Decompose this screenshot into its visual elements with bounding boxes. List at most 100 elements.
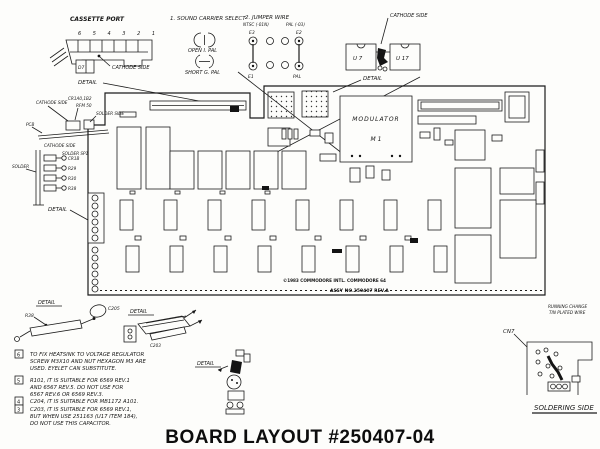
e1-label: E1 xyxy=(248,74,254,80)
ntsc-option-label: NTSC (-01N) xyxy=(243,22,269,27)
footnote-6-line3: USED. EYELET CAN SUBSTITUTE. xyxy=(30,366,117,372)
hs-part-label: C203 xyxy=(150,343,161,348)
leader-line-cathode-detail xyxy=(257,76,421,163)
modulator-label: MODULATOR xyxy=(352,116,399,123)
heatsink-detail: DETAIL C203 xyxy=(123,309,203,348)
keyboard-connector xyxy=(87,192,105,293)
corner-pads xyxy=(535,347,563,379)
small-caps xyxy=(129,190,412,241)
jumper-wire-title: 2. JUMPER WIRE xyxy=(245,15,290,21)
footnote-3-line2: BUT WHEN USE 251163 (U17 ITEM 184), xyxy=(30,414,138,420)
cassette-diode-part: D7 xyxy=(75,59,95,74)
assy-number-text: ASSY NO.250407 REV.A xyxy=(330,288,389,294)
footnote-3-num: 3 xyxy=(17,408,20,414)
footnote-4: 4 C204, IT IS SUITABLE FOR MB1172 A101. xyxy=(14,396,138,406)
shield-areas xyxy=(267,90,329,119)
diode-icon xyxy=(376,48,390,72)
lm-cathode-label: CATHODE SIDE xyxy=(44,143,76,148)
pal-option-label: PAL (-03) xyxy=(286,22,305,27)
ntsc-jumper-icon xyxy=(248,36,258,71)
cassette-cathode-label: CATHODE SIDE xyxy=(112,65,150,71)
jumper-wire-detail: 2. JUMPER WIRE NTSC (-01N) PAL (-03) E3 … xyxy=(243,15,305,80)
page-title: BOARD LAYOUT #250407-04 xyxy=(165,427,435,448)
lt-cr-label: CR1A0,1B2 xyxy=(68,96,92,101)
lt-cathode-label: CATHODE SIDE xyxy=(36,100,68,105)
footnote-4-num: 4 xyxy=(17,400,20,406)
jumper-wire-trace xyxy=(546,355,564,381)
modulator-box: MODULATOR M 1 xyxy=(339,95,413,163)
board-top-connectors xyxy=(119,91,545,205)
c205-label: C205 xyxy=(108,306,120,312)
pcb-board: MODULATOR M 1 xyxy=(87,85,546,296)
u17-label: U 17 xyxy=(396,56,409,62)
e3-label: E3 xyxy=(249,30,255,36)
board-outline xyxy=(87,85,546,296)
ic-row-a xyxy=(119,199,442,231)
lt-pcb-label: PCB xyxy=(26,122,34,127)
footnote-5-line2: AND 6567 REV.5. DO NOT USE FOR xyxy=(29,385,123,391)
copyright-text: ©1983 COMMODORE INTL. COMMODORE 64 xyxy=(283,278,386,283)
footnote-6: 6 TO FIX HEATSINK TO VOLTAGE REGULATOR S… xyxy=(14,349,147,372)
left-mid-detail: CATHODE SIDE SOLDER SP1 CR1B R29 R30 R38… xyxy=(12,143,89,221)
mid-detail: DETAIL xyxy=(195,349,251,415)
footnote-3-line1: C203, IT IS SUITABLE FOR 6569 REV.1, xyxy=(30,407,132,413)
lm-components xyxy=(43,154,67,192)
right-side-chips xyxy=(454,129,537,284)
jumper-holes xyxy=(266,37,289,69)
pal-jumper-icon xyxy=(294,36,304,71)
ic-row-b xyxy=(125,245,448,273)
u7-label: U 7 xyxy=(353,56,363,62)
u7-detail-label: DETAIL xyxy=(363,76,382,82)
cassette-port-label: CASSETTE PORT xyxy=(70,16,125,23)
mid-detail-label: DETAIL xyxy=(197,361,214,367)
lm-solder-sp-label: SOLDER SP1 xyxy=(62,151,89,156)
footnotes: 6 TO FIX HEATSINK TO VOLTAGE REGULATOR S… xyxy=(14,349,147,427)
lm-r38-label: R38 xyxy=(68,186,77,191)
running-change-label: RUNNING CHANGE xyxy=(548,304,587,309)
short-jumper-icon xyxy=(195,54,214,69)
footnote-5-line1: R101, IT IS SUITABLE FOR 6569 REV.1 xyxy=(30,378,130,384)
misc-parts xyxy=(230,106,503,253)
lm-r29-label: R29 xyxy=(68,166,77,171)
soldering-side-label: SOLDERING SIDE xyxy=(534,404,594,412)
lm-solder-label: SOLDER xyxy=(12,164,29,169)
open-pal-label: OPEN I. PAL xyxy=(188,48,217,54)
r38-c205-detail: DETAIL R38 C205 xyxy=(14,300,120,342)
modulator-m1-label: M 1 xyxy=(371,136,382,143)
lm-r30-label: R30 xyxy=(68,176,77,181)
cathode-arrow-dot xyxy=(97,54,101,58)
r38-label: R38 xyxy=(25,313,34,319)
cassette-detail-label: DETAIL xyxy=(78,80,97,86)
footnote-5: 5 R101, IT IS SUITABLE FOR 6569 REV.1 AN… xyxy=(14,375,130,398)
open-jumper-icon xyxy=(193,32,216,48)
corner-detail: RUNNING CHANGE TIN PLATED WIRE CN7 SOLDE… xyxy=(503,304,597,414)
sound-carrier-select-detail: 1. SOUND CARRIER SELECT OPEN I. PAL SHOR… xyxy=(170,16,246,76)
e2-label: E2 xyxy=(296,30,302,36)
r38-detail-label: DETAIL xyxy=(38,300,55,306)
cassette-part-label: D7 xyxy=(78,65,84,71)
lm-detail-label: DETAIL xyxy=(48,207,67,213)
footnote-6-num: 6 xyxy=(17,353,20,359)
footnote-4-line1: C204, IT IS SUITABLE FOR MB1172 A101. xyxy=(30,399,138,405)
tin-plated-label: TIN PLATED WIRE xyxy=(549,310,586,315)
middle-row-chips xyxy=(169,127,307,190)
footnote-6-line1: TO FIX HEATSINK TO VOLTAGE REGULATOR xyxy=(30,352,144,358)
short-pal-label: SHORT G. PAL xyxy=(185,70,220,76)
footnote-5-line3: 6567 REV.6 OR 6569 REV.3. xyxy=(30,392,103,398)
lt-solder-label: SOLDER SIDE xyxy=(96,111,125,116)
footnote-3: 3 C203, IT IS SUITABLE FOR 6569 REV.1, B… xyxy=(14,404,138,427)
hs-detail-label: DETAIL xyxy=(130,309,147,315)
lm-cr1b-label: CR1B xyxy=(68,156,79,161)
left-top-detail: CATHODE SIDE CR1A0,1B2 RFM 50 PCB SOLDER… xyxy=(26,96,125,140)
cassette-pin-numbers: 6 5 4 3 2 1 xyxy=(78,31,160,37)
u7-cathode-label: CATHODE SIDE xyxy=(390,13,428,19)
footnote-5-num: 5 xyxy=(17,379,20,385)
leader-line-sound-carrier xyxy=(237,71,353,162)
footnote-6-line2: SCREW M3X10 AND NUT HEXAGON M3 ARE xyxy=(30,359,147,365)
pal-pin-label: PAL xyxy=(293,74,302,80)
lt-rfm-label: RFM 50 xyxy=(76,103,92,108)
upper-left-chips xyxy=(116,126,171,190)
cn7-label: CN7 xyxy=(503,329,515,335)
